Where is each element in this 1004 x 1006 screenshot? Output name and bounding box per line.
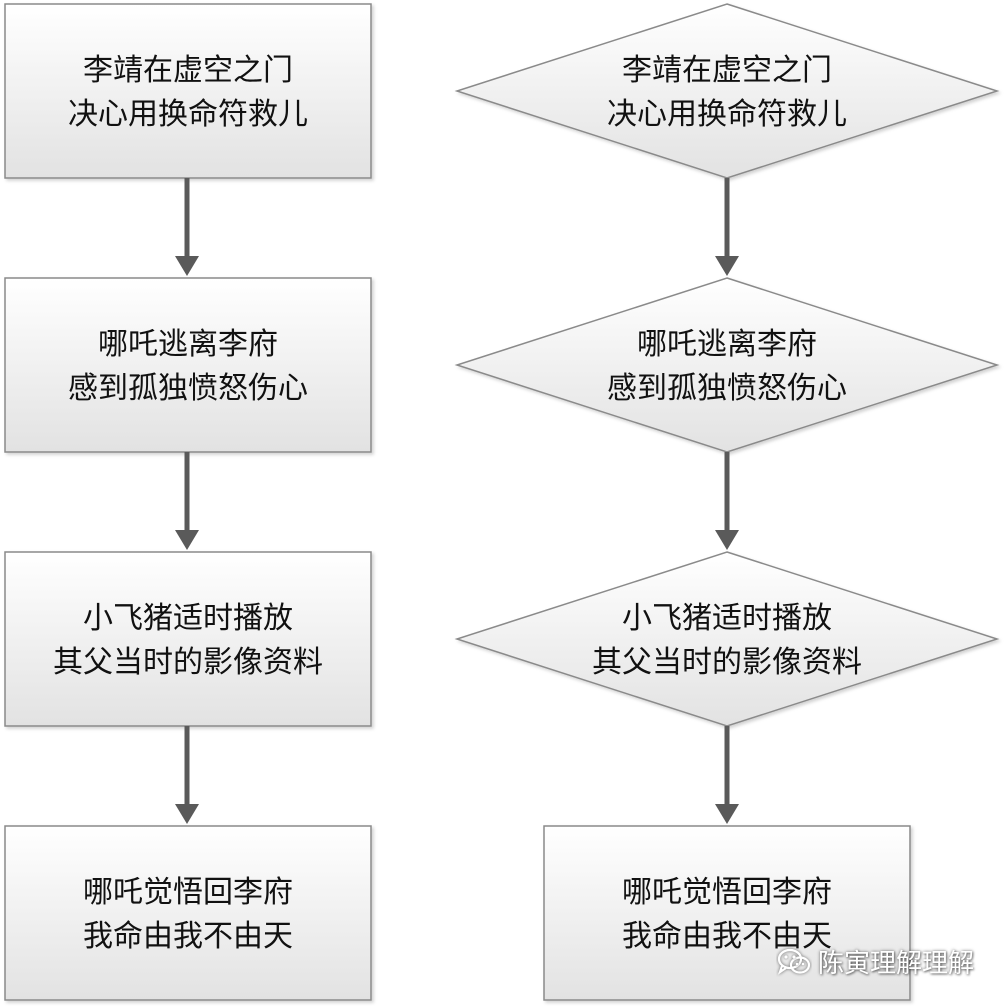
left-box-2-line2: 感到孤独愤怒伤心: [68, 371, 308, 406]
left-flow: 李靖在虚空之门 决心用换命符救儿 哪吒逃离李府 感到孤独愤怒伤心 小飞猪适时播放…: [4, 3, 372, 1001]
left-arrow-3: [175, 726, 199, 824]
left-process-box-1: 李靖在虚空之门 决心用换命符救儿: [4, 3, 372, 179]
left-box-3-line2: 其父当时的影像资料: [53, 645, 323, 680]
right-decision-diamond-1: 李靖在虚空之门 决心用换命符救儿: [454, 3, 1000, 179]
right-decision-diamond-3: 小飞猪适时播放 其父当时的影像资料: [454, 551, 1000, 727]
right-flow: 李靖在虚空之门 决心用换命符救儿 哪吒逃离李府 感到孤独愤怒伤心 小飞猪适时播放…: [454, 3, 1000, 1001]
right-arrow-1: [715, 178, 739, 276]
right-diamond-2-line1: 哪吒逃离李府: [637, 327, 817, 362]
left-box-3-line1: 小飞猪适时播放: [83, 601, 293, 636]
right-box-4-line1: 哪吒觉悟回李府: [622, 875, 832, 910]
right-arrow-3: [715, 726, 739, 824]
left-process-box-2: 哪吒逃离李府 感到孤独愤怒伤心: [4, 277, 372, 453]
right-diamond-1-line1: 李靖在虚空之门: [622, 53, 832, 88]
left-box-1-line1: 李靖在虚空之门: [83, 53, 293, 88]
left-box-4-line2: 我命由我不由天: [83, 919, 293, 954]
right-diamond-1-line2: 决心用换命符救儿: [607, 97, 847, 132]
right-diamond-3-line2: 其父当时的影像资料: [592, 645, 862, 680]
left-box-4-line1: 哪吒觉悟回李府: [83, 875, 293, 910]
left-box-2-line1: 哪吒逃离李府: [98, 327, 278, 362]
left-process-box-3: 小飞猪适时播放 其父当时的影像资料: [4, 551, 372, 727]
right-diamond-3-line1: 小飞猪适时播放: [622, 601, 832, 636]
wechat-icon: [777, 948, 811, 975]
right-arrow-2: [715, 452, 739, 550]
watermark: 陈寅理解理解: [776, 943, 974, 980]
right-box-4-line2: 我命由我不由天: [622, 919, 832, 954]
left-box-1-line2: 决心用换命符救儿: [68, 97, 308, 132]
left-arrow-2: [175, 452, 199, 550]
left-process-box-4: 哪吒觉悟回李府 我命由我不由天: [4, 825, 372, 1001]
watermark-text: 陈寅理解理解: [817, 949, 974, 979]
right-decision-diamond-2: 哪吒逃离李府 感到孤独愤怒伤心: [454, 277, 1000, 453]
right-process-box-4: 哪吒觉悟回李府 我命由我不由天: [543, 825, 911, 1001]
left-arrow-1: [175, 178, 199, 276]
right-diamond-2-line2: 感到孤独愤怒伤心: [607, 371, 847, 406]
